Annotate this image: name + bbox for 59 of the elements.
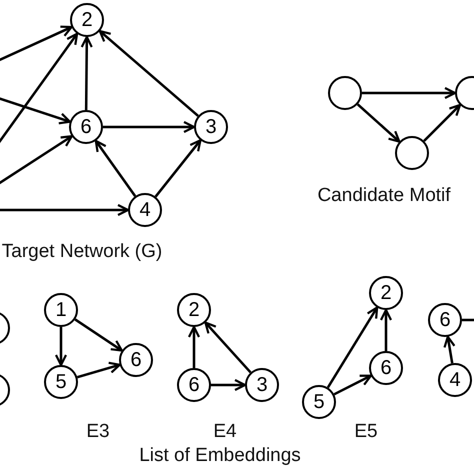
graph-node xyxy=(369,351,403,385)
arrow xyxy=(94,140,136,197)
arrow xyxy=(362,86,456,100)
caption-text: Target Network (G) xyxy=(2,242,162,261)
graph-node xyxy=(69,110,103,144)
node-label: 5 xyxy=(313,392,325,412)
node-label: 1 xyxy=(55,300,67,320)
node-label: 2 xyxy=(81,10,93,30)
graph-node xyxy=(194,110,228,144)
node-label: 6 xyxy=(80,117,92,137)
node-label: 2 xyxy=(188,300,200,320)
arrow xyxy=(103,120,196,134)
node-label: 6 xyxy=(188,375,200,395)
node-label: 3 xyxy=(205,117,217,137)
arrow xyxy=(0,204,130,216)
arrow xyxy=(188,326,200,368)
arrow xyxy=(98,30,199,117)
graph-node xyxy=(44,365,78,399)
arrow xyxy=(0,26,73,64)
arrow xyxy=(356,103,400,143)
graph-node xyxy=(119,343,153,377)
node-label: 6 xyxy=(130,350,142,370)
node-label: 4 xyxy=(139,200,151,220)
arrow xyxy=(211,378,246,392)
arrow xyxy=(80,36,93,110)
arrow xyxy=(326,306,378,388)
graph-node xyxy=(44,293,78,327)
node-label: 5 xyxy=(55,372,67,392)
caption-text: Candidate Motif xyxy=(317,186,451,205)
graph-node xyxy=(302,385,336,419)
graph-node xyxy=(70,3,104,37)
arrow xyxy=(54,327,68,366)
node-label: 2 xyxy=(380,283,392,303)
node-label: 3 xyxy=(256,375,268,395)
arrow xyxy=(423,104,462,142)
graph-node xyxy=(369,276,403,310)
graph-node xyxy=(328,76,362,110)
arrow xyxy=(76,362,121,378)
caption-text: List of Embeddings xyxy=(139,446,301,465)
embedding-label: E4 xyxy=(213,422,237,441)
graph-node xyxy=(128,193,162,227)
arrow xyxy=(334,374,372,396)
graph-node xyxy=(177,293,211,327)
embedding-label: E3 xyxy=(86,422,110,441)
arrow xyxy=(154,139,202,198)
graph-node xyxy=(428,303,462,337)
arrow xyxy=(443,336,456,364)
node-label: 6 xyxy=(439,310,451,330)
arrow xyxy=(74,318,123,352)
graph-node xyxy=(395,136,429,170)
graph-node xyxy=(177,368,211,402)
arrow xyxy=(204,322,252,374)
graph-node xyxy=(245,368,279,402)
node-label: 6 xyxy=(380,358,392,378)
arrow xyxy=(380,308,392,351)
embedding-label: E5 xyxy=(354,422,378,441)
graph-node xyxy=(438,363,472,397)
node-label: 4 xyxy=(449,370,461,390)
arrow xyxy=(0,96,71,124)
